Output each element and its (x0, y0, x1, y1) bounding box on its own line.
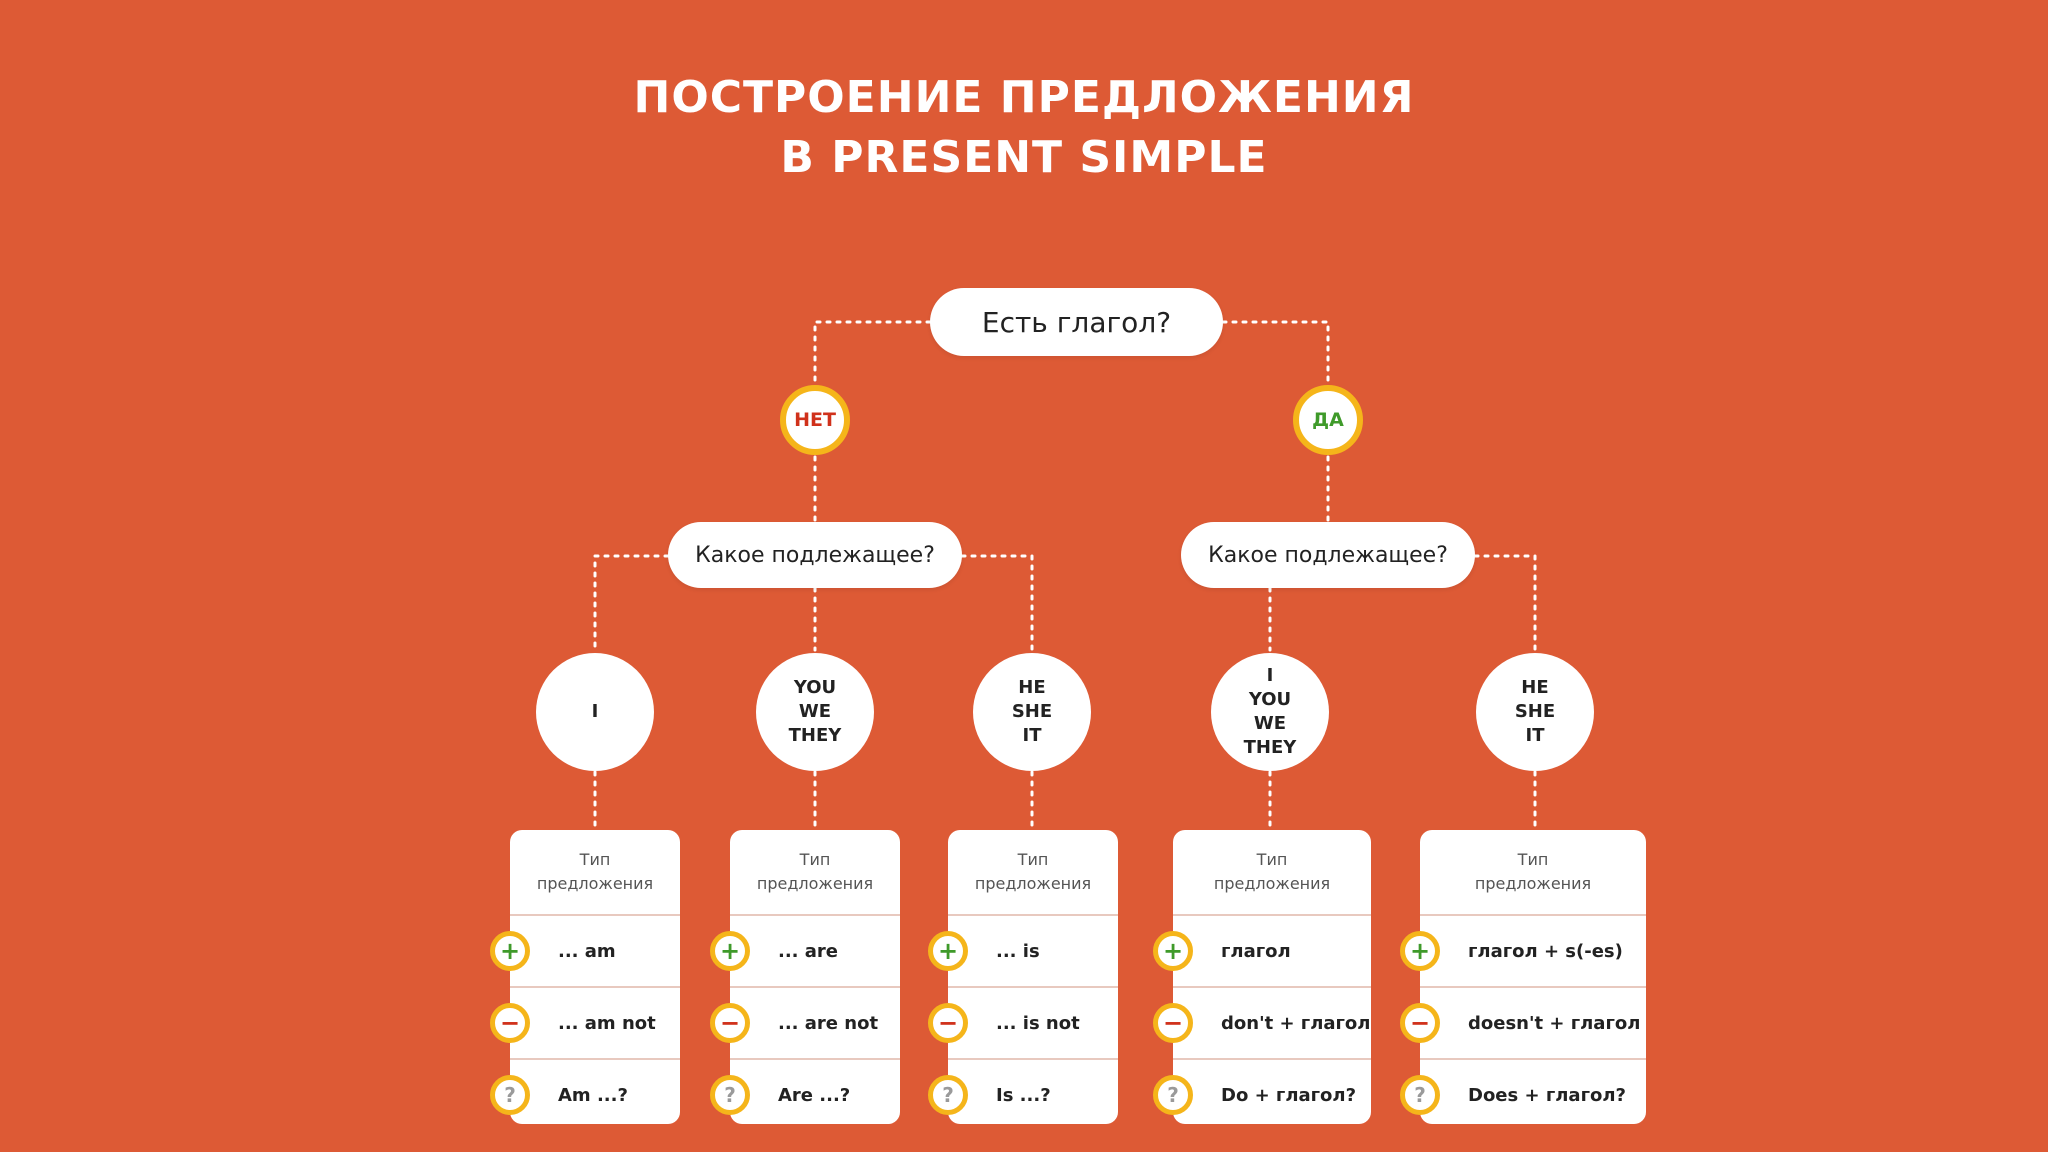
positive-row: + ... is (928, 916, 1118, 988)
connector-q2-he (1473, 554, 1537, 652)
negative-form: ... are not (778, 1012, 879, 1034)
question-row: ? Are ...? (710, 1060, 900, 1130)
positive-row: + глагол (1153, 916, 1371, 988)
positive-form: ... are (778, 940, 839, 962)
minus-icon: − (490, 1003, 530, 1043)
plus-icon: + (490, 931, 530, 971)
question-row: ? Is ...? (928, 1060, 1118, 1130)
question-mark-icon: ? (490, 1075, 530, 1115)
plus-icon: + (710, 931, 750, 971)
question-mark-icon: ? (1153, 1075, 1193, 1115)
sentence-type-card-3: Тип предложения + ... is − ... is not ? … (928, 830, 1118, 1124)
plus-icon: + (1153, 931, 1193, 971)
sentence-type-card-1: Тип предложения + ... am − ... am not ? … (490, 830, 680, 1124)
question-form: Are ...? (778, 1084, 851, 1106)
negative-row: − ... are not (710, 988, 900, 1060)
connector-root-no (813, 320, 932, 387)
question-form: Does + глагол? (1468, 1084, 1626, 1106)
negative-form: ... am not (558, 1012, 656, 1034)
branch-no-badge: НЕТ (780, 385, 850, 455)
positive-form: глагол + s(-es) (1468, 940, 1623, 962)
subject-circle-he-she-it-no: HE SHE IT (973, 653, 1091, 771)
connector-q1-he (960, 554, 1034, 652)
subject-question-pill-yes: Какое подлежащее? (1181, 522, 1475, 588)
minus-icon: − (1400, 1003, 1440, 1043)
positive-row: + глагол + s(-es) (1400, 916, 1646, 988)
minus-icon: − (1153, 1003, 1193, 1043)
question-mark-icon: ? (710, 1075, 750, 1115)
root-question-label: Есть глагол? (981, 305, 1172, 339)
plus-icon: + (928, 931, 968, 971)
card-header: Тип предложения (730, 830, 900, 916)
card-header: Тип предложения (1420, 830, 1646, 916)
card-header: Тип предложения (1173, 830, 1371, 916)
question-mark-icon: ? (928, 1075, 968, 1115)
card-header: Тип предложения (510, 830, 680, 916)
sentence-type-card-2: Тип предложения + ... are − ... are not … (710, 830, 900, 1124)
plus-icon: + (1400, 931, 1440, 971)
subject-question-label-no: Какое подлежащее? (695, 542, 935, 568)
negative-form: ... is not (996, 1012, 1080, 1034)
question-form: Is ...? (996, 1084, 1051, 1106)
branch-yes-badge: ДА (1293, 385, 1363, 455)
positive-form: ... is (996, 940, 1040, 962)
negative-row: − doesn't + глагол (1400, 988, 1646, 1060)
subject-question-label-yes: Какое подлежащее? (1208, 542, 1448, 568)
title-line-1: ПОСТРОЕНИЕ ПРЕДЛОЖЕНИЯ (633, 72, 1415, 123)
subject-circle-he-she-it-yes: HE SHE IT (1476, 653, 1594, 771)
sentence-type-card-5: Тип предложения + глагол + s(-es) − does… (1400, 830, 1646, 1124)
negative-row: − don't + глагол (1153, 988, 1371, 1060)
subject-circle-i-you-we-they: I YOU WE THEY (1211, 653, 1329, 771)
positive-row: + ... are (710, 916, 900, 988)
question-row: ? Do + глагол? (1153, 1060, 1371, 1130)
root-question-pill: Есть глагол? (930, 288, 1223, 356)
connector-root-yes (1221, 320, 1330, 387)
negative-row: − ... am not (490, 988, 680, 1060)
minus-icon: − (928, 1003, 968, 1043)
connector-q1-i (593, 554, 670, 652)
question-form: Am ...? (558, 1084, 628, 1106)
subject-question-pill-no: Какое подлежащее? (668, 522, 962, 588)
card-header: Тип предложения (948, 830, 1118, 916)
negative-form: don't + глагол (1221, 1012, 1371, 1034)
negative-form: doesn't + глагол (1468, 1012, 1641, 1034)
negative-row: − ... is not (928, 988, 1118, 1060)
question-mark-icon: ? (1400, 1075, 1440, 1115)
positive-row: + ... am (490, 916, 680, 988)
subject-circle-you-we-they: YOU WE THEY (756, 653, 874, 771)
positive-form: ... am (558, 940, 616, 962)
question-row: ? Am ...? (490, 1060, 680, 1130)
subject-circle-i: I (536, 653, 654, 771)
minus-icon: − (710, 1003, 750, 1043)
question-row: ? Does + глагол? (1400, 1060, 1646, 1130)
sentence-type-card-4: Тип предложения + глагол − don't + глаго… (1153, 830, 1371, 1124)
title-line-2: В PRESENT SIMPLE (780, 132, 1268, 183)
question-form: Do + глагол? (1221, 1084, 1357, 1106)
positive-form: глагол (1221, 940, 1291, 962)
